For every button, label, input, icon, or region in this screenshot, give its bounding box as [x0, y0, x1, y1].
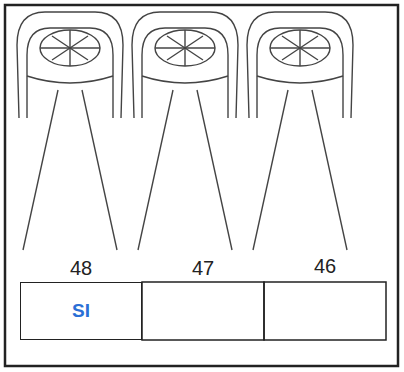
empty-cell — [264, 282, 386, 340]
seat-number: 46 — [314, 255, 336, 278]
seat-line — [253, 90, 288, 250]
seat-line — [155, 30, 215, 66]
seat-line — [27, 76, 113, 83]
seat-line — [270, 30, 330, 66]
seat-line — [52, 36, 88, 60]
seat-line — [17, 12, 123, 118]
empty-cell — [142, 282, 264, 340]
seat-line — [247, 12, 353, 118]
seat-line — [167, 36, 203, 60]
seat-line — [257, 76, 343, 83]
seat-line — [52, 36, 88, 60]
seat-line — [167, 36, 203, 60]
seat-line — [257, 28, 343, 118]
cell-code: SI — [72, 300, 90, 322]
seat-line — [142, 28, 228, 118]
seat-number: 47 — [192, 257, 214, 280]
seat-line — [82, 90, 117, 250]
seat-line — [282, 36, 318, 60]
seat-cell: SI — [20, 282, 142, 340]
frame — [5, 5, 398, 366]
seat-line — [27, 28, 113, 118]
seat-line — [197, 90, 232, 250]
seat-line — [142, 76, 228, 83]
seat-line — [312, 90, 347, 250]
seat-line — [40, 30, 100, 66]
seat-line — [132, 12, 238, 118]
seat-line — [282, 36, 318, 60]
seat-number: 48 — [70, 257, 92, 280]
seat-line — [138, 90, 173, 250]
seat-line — [23, 90, 58, 250]
